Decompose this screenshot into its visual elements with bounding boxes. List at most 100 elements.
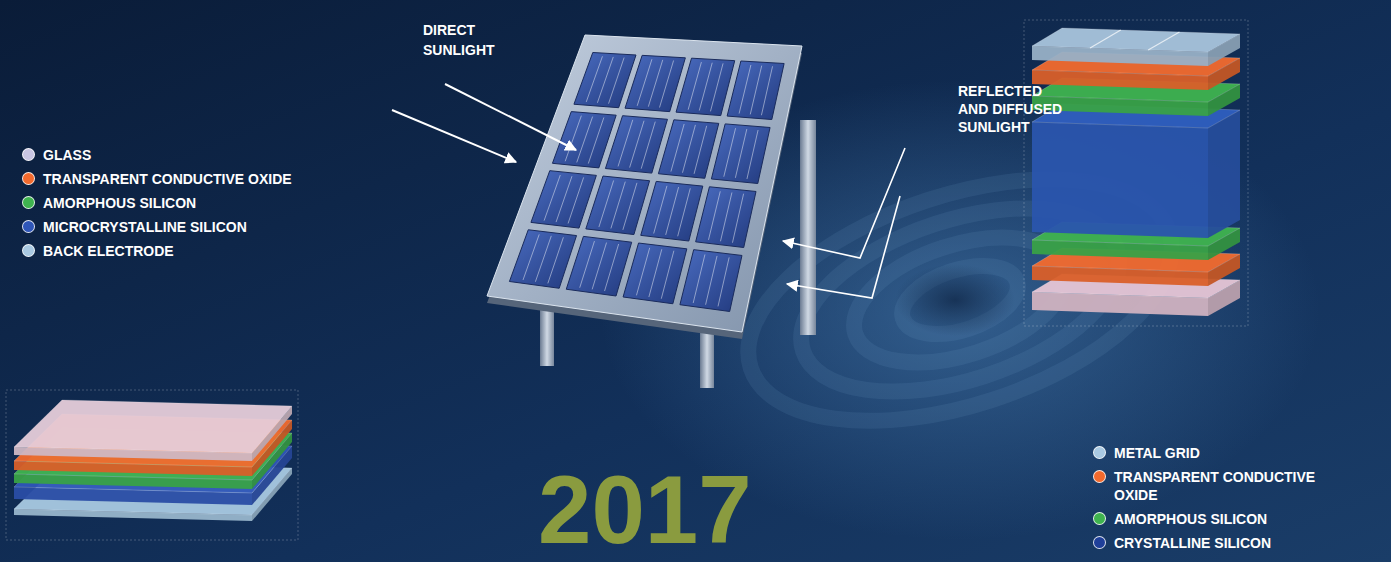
cell-busbar bbox=[720, 193, 731, 242]
legend-item: MICROCRYSTALLINE SILICON bbox=[22, 218, 362, 236]
crystalline-silicon-layer-side bbox=[1032, 122, 1208, 238]
legend-item: METAL GRID bbox=[1093, 444, 1328, 462]
cell-busbar bbox=[706, 256, 717, 305]
cell-busbar bbox=[548, 237, 564, 283]
legend-item: GLASS bbox=[22, 146, 362, 164]
cell-busbar bbox=[609, 58, 625, 104]
cell-busbar bbox=[636, 248, 649, 296]
grid-finger bbox=[1090, 30, 1121, 48]
cell-busbar bbox=[747, 130, 758, 179]
solar-cell bbox=[680, 250, 742, 312]
solar-cell bbox=[552, 112, 616, 168]
wireframe-box bbox=[1024, 20, 1248, 326]
solar-cell bbox=[641, 181, 703, 241]
cell-busbar bbox=[694, 126, 707, 174]
legend-text: BACK ELECTRODE bbox=[43, 242, 362, 260]
solar-cell bbox=[574, 53, 636, 108]
grid-finger bbox=[1148, 32, 1179, 50]
solar-cell bbox=[623, 243, 687, 304]
cell-busbar bbox=[630, 121, 644, 168]
reflected-sunlight-arrow bbox=[787, 196, 900, 298]
legend-swatch bbox=[22, 220, 35, 233]
cell-busbar bbox=[699, 63, 712, 111]
cell-busbar bbox=[641, 122, 655, 169]
cell-busbar bbox=[544, 175, 560, 221]
legend-item: AMORPHOUS SILICON bbox=[22, 194, 362, 212]
cell-busbar bbox=[580, 241, 595, 288]
swirl-core bbox=[895, 264, 1015, 336]
cell-busbar bbox=[654, 186, 667, 234]
legend-swatch bbox=[22, 172, 35, 185]
legend-text: CRYSTALLINE SILICON bbox=[1114, 534, 1328, 552]
cell-busbar bbox=[708, 191, 720, 240]
legend-text: GLASS bbox=[43, 146, 362, 164]
year-label: 2017 bbox=[538, 462, 752, 558]
wireframe-box bbox=[6, 390, 298, 540]
light-label: REFLECTED AND DIFFUSED SUNLIGHT bbox=[958, 82, 1073, 136]
cell-busbar bbox=[666, 187, 679, 235]
cell-busbar bbox=[661, 251, 674, 299]
cell-busbar bbox=[761, 66, 772, 115]
cell-busbar bbox=[637, 59, 652, 106]
cell-busbar bbox=[556, 176, 572, 222]
legend-swatch bbox=[1093, 446, 1106, 459]
cell-busbar bbox=[671, 124, 684, 172]
legend-text: MICROCRYSTALLINE SILICON bbox=[43, 218, 362, 236]
solar-cell bbox=[696, 187, 756, 248]
glass-layer-top bbox=[14, 400, 292, 453]
cell-busbar bbox=[618, 120, 633, 167]
solar-cell bbox=[711, 124, 770, 184]
solar-cell bbox=[676, 58, 735, 115]
legend-text: TRANSPARENT CONDUCTIVE OXIDE bbox=[1114, 468, 1328, 504]
cell-busbar bbox=[732, 194, 743, 243]
legend-swatch bbox=[1093, 470, 1106, 483]
solar-cell bbox=[566, 236, 631, 296]
panel-frame bbox=[487, 35, 802, 332]
legend-text: AMORPHOUS SILICON bbox=[1114, 510, 1328, 528]
legend-item: CRYSTALLINE SILICON bbox=[1093, 534, 1328, 552]
heterojunction-cell-stack bbox=[1024, 20, 1248, 326]
metal-grid-layer-top bbox=[1032, 28, 1240, 52]
solar-cell bbox=[531, 171, 596, 228]
direct-sunlight-arrow bbox=[392, 110, 516, 162]
legend-text: AMORPHOUS SILICON bbox=[43, 194, 362, 212]
cell-busbar bbox=[682, 125, 695, 173]
cell-busbar bbox=[710, 63, 723, 111]
panel-leg bbox=[800, 120, 816, 335]
cell-busbar bbox=[605, 244, 619, 291]
cell-busbar bbox=[592, 243, 606, 290]
legend-item: AMORPHOUS SILICON bbox=[1093, 510, 1328, 528]
cell-busbar bbox=[735, 129, 746, 178]
cell-busbar bbox=[535, 236, 551, 282]
light-label: DIRECT SUNLIGHT bbox=[423, 20, 513, 60]
cell-busbar bbox=[565, 116, 581, 162]
solar-cell bbox=[605, 116, 667, 173]
solar-cells bbox=[509, 53, 784, 312]
crystalline-silicon-layer-side bbox=[1208, 110, 1240, 238]
cell-busbar bbox=[599, 180, 614, 227]
cell-busbar bbox=[678, 188, 691, 236]
solar-cell bbox=[625, 55, 685, 111]
cell-busbar bbox=[623, 183, 637, 230]
solar-cell bbox=[586, 176, 650, 235]
cell-busbar bbox=[718, 257, 729, 306]
legend-swatch bbox=[22, 244, 35, 257]
cell-busbar bbox=[588, 117, 604, 163]
cell-busbar bbox=[724, 128, 736, 177]
solar-cell bbox=[727, 61, 784, 120]
cell-busbar bbox=[649, 249, 662, 297]
thin-film-cell-stack bbox=[6, 390, 298, 540]
cell-busbar bbox=[688, 62, 701, 110]
legend-swatch bbox=[22, 148, 35, 161]
solar-cell bbox=[658, 120, 718, 179]
legend-swatch bbox=[1093, 536, 1106, 549]
cell-busbar bbox=[739, 65, 751, 114]
legend-swatch bbox=[1093, 512, 1106, 525]
cell-busbar bbox=[523, 234, 539, 280]
swirl-ring bbox=[894, 253, 1027, 347]
cell-busbar bbox=[750, 66, 761, 115]
cell-busbar bbox=[648, 60, 662, 107]
cell-busbar bbox=[693, 254, 705, 303]
cell-busbar bbox=[660, 60, 674, 107]
cell-busbar bbox=[577, 117, 593, 163]
